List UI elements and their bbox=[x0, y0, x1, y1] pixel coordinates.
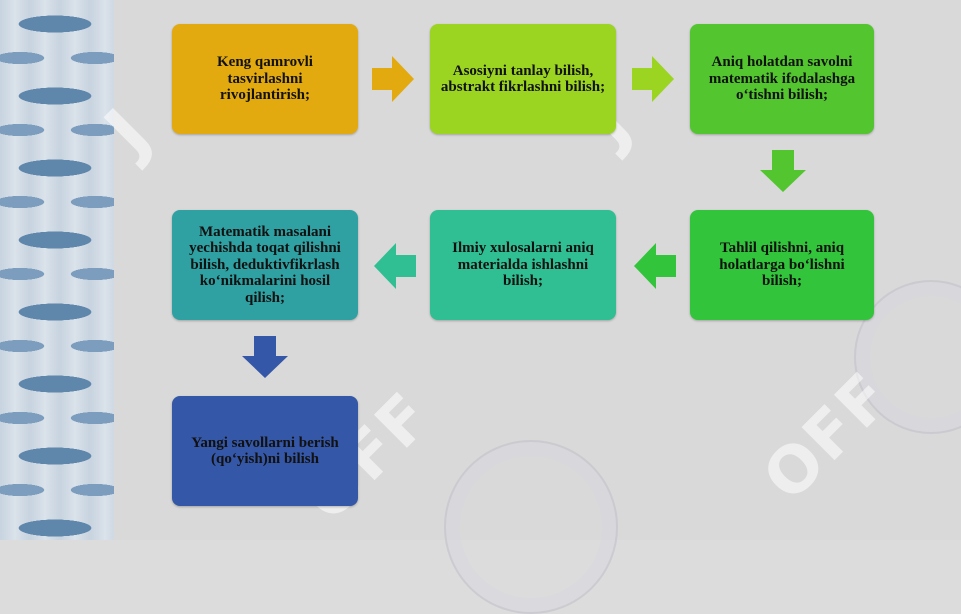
arrow-left-icon bbox=[634, 243, 676, 289]
step-text: Aniq holatdan savolni matematik ifodalas… bbox=[708, 54, 856, 104]
arrow-right-icon bbox=[632, 56, 674, 102]
step-box-6: Matematik masalani yechishda toqat qilis… bbox=[172, 210, 358, 320]
arrow-right-icon bbox=[372, 56, 414, 102]
arrow-down-icon bbox=[242, 336, 288, 378]
arrow-down-icon bbox=[760, 150, 806, 192]
step-box-1: Keng qamrovli tasvirlashni rivojlantiris… bbox=[172, 24, 358, 134]
step-text: Matematik masalani yechishda toqat qilis… bbox=[189, 223, 341, 306]
step-text: Keng qamrovli tasvirlashni rivojlantiris… bbox=[217, 54, 313, 104]
arrow-left-icon bbox=[374, 243, 416, 289]
step-text: Asosiyni tanlay bilish, abstrakt fikrlas… bbox=[440, 62, 606, 96]
step-box-3: Aniq holatdan savolni matematik ifodalas… bbox=[690, 24, 874, 134]
ikat-pattern-strip bbox=[0, 0, 114, 540]
step-text: Yangi savollarni berish (qo‘yish)ni bili… bbox=[191, 434, 339, 468]
step-box-5: Ilmiy xulosalarni aniq materialda ishlas… bbox=[430, 210, 616, 320]
step-text: Tahlil qilishni, aniq holatlarga bo‘lish… bbox=[719, 240, 845, 290]
step-box-2: Asosiyni tanlay bilish, abstrakt fikrlas… bbox=[430, 24, 616, 134]
step-text: Ilmiy xulosalarni aniq materialda ishlas… bbox=[452, 240, 594, 290]
ornament-decoration bbox=[444, 440, 618, 614]
step-box-7: Yangi savollarni berish (qo‘yish)ni bili… bbox=[172, 396, 358, 506]
step-box-4: Tahlil qilishni, aniq holatlarga bo‘lish… bbox=[690, 210, 874, 320]
